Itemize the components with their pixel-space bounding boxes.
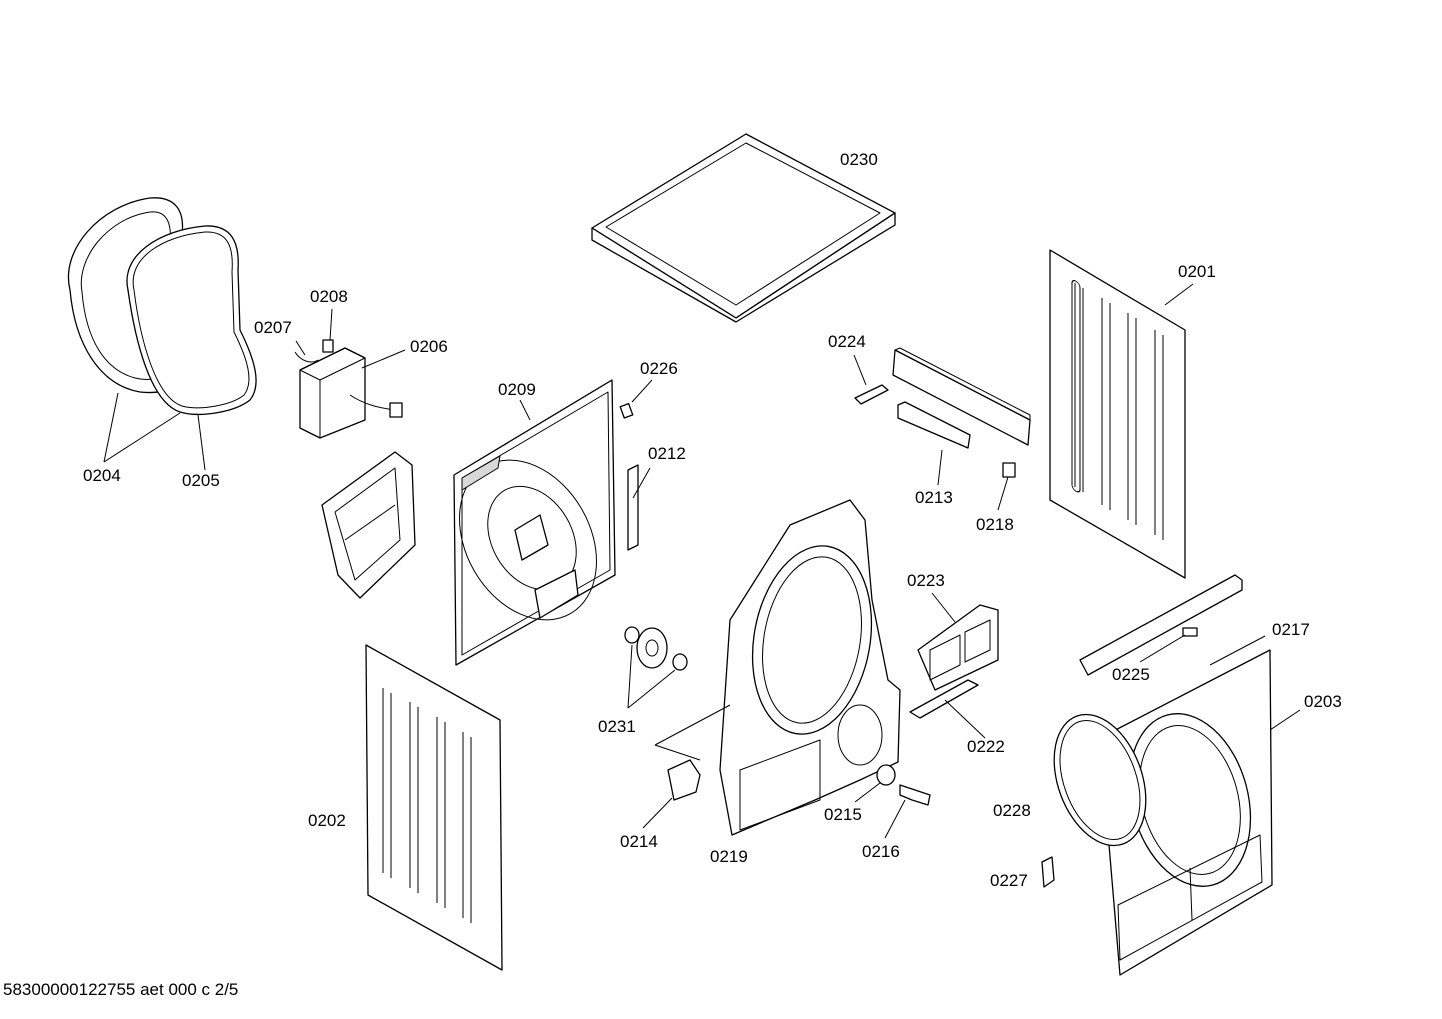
part-0228-seal-ring [1053, 713, 1147, 847]
part-0230-top-cover [591, 133, 896, 323]
drawing-reference: 58300000122755 aet 000 c 2/5 [3, 980, 239, 999]
part-0223-filter [917, 604, 999, 691]
part-0215-cap [876, 764, 896, 786]
label-0201: 0201 [1178, 262, 1216, 281]
label-0228: 0228 [993, 801, 1031, 820]
label-0204: 0204 [83, 466, 121, 485]
label-0202: 0202 [308, 811, 346, 830]
label-0205: 0205 [182, 471, 220, 490]
part-0213-display-bracket [897, 401, 971, 449]
part-0224-latch [854, 384, 889, 405]
label-0216: 0216 [862, 842, 900, 861]
part-0205-door-gasket [126, 225, 257, 415]
part-0222-seal [909, 679, 979, 719]
part-0209-rear-wall [453, 379, 616, 666]
part-0212-strip [627, 464, 639, 551]
part-0218-clip [1002, 462, 1016, 478]
part-0214-sensor [667, 759, 701, 801]
part-0202-side-panel-left [365, 644, 503, 971]
part-control-board [892, 347, 1031, 446]
label-0213: 0213 [915, 488, 953, 507]
label-0209: 0209 [498, 380, 536, 399]
part-0201-side-panel-right [1049, 249, 1186, 579]
label-0217: 0217 [1272, 620, 1310, 639]
label-0223: 0223 [907, 571, 945, 590]
label-0227: 0227 [990, 871, 1028, 890]
part-0225-clip [1182, 627, 1198, 637]
part-0207-cable [294, 351, 319, 363]
part-0208-clip [322, 339, 334, 353]
label-0215: 0215 [824, 805, 862, 824]
part-0206-module-box [299, 347, 403, 439]
label-0214: 0214 [620, 832, 658, 851]
label-0226: 0226 [640, 359, 678, 378]
label-0208: 0208 [310, 287, 348, 306]
label-0225: 0225 [1112, 665, 1150, 684]
part-0203-front-panel [1099, 649, 1273, 976]
label-0203: 0203 [1304, 692, 1342, 711]
part-0227-hinge [1041, 856, 1055, 888]
label-0207: 0207 [254, 318, 292, 337]
part-0219-bearing-shield [719, 499, 901, 836]
label-0218: 0218 [976, 515, 1014, 534]
label-0230: 0230 [840, 150, 878, 169]
leader-lines [103, 283, 1301, 839]
part-air-duct-bracket [321, 451, 416, 599]
part-0216-connector [899, 784, 931, 806]
label-0231: 0231 [598, 717, 636, 736]
label-0212: 0212 [648, 444, 686, 463]
label-0224: 0224 [828, 332, 866, 351]
part-labels: 0230 0201 0208 0207 0206 0204 0205 0209 … [83, 150, 1342, 890]
part-0217-rail [1079, 574, 1243, 676]
part-0226-clip [619, 403, 634, 419]
label-0219: 0219 [710, 847, 748, 866]
part-0231-pulleys [624, 626, 688, 671]
label-0222: 0222 [967, 737, 1005, 756]
label-0206: 0206 [410, 337, 448, 356]
